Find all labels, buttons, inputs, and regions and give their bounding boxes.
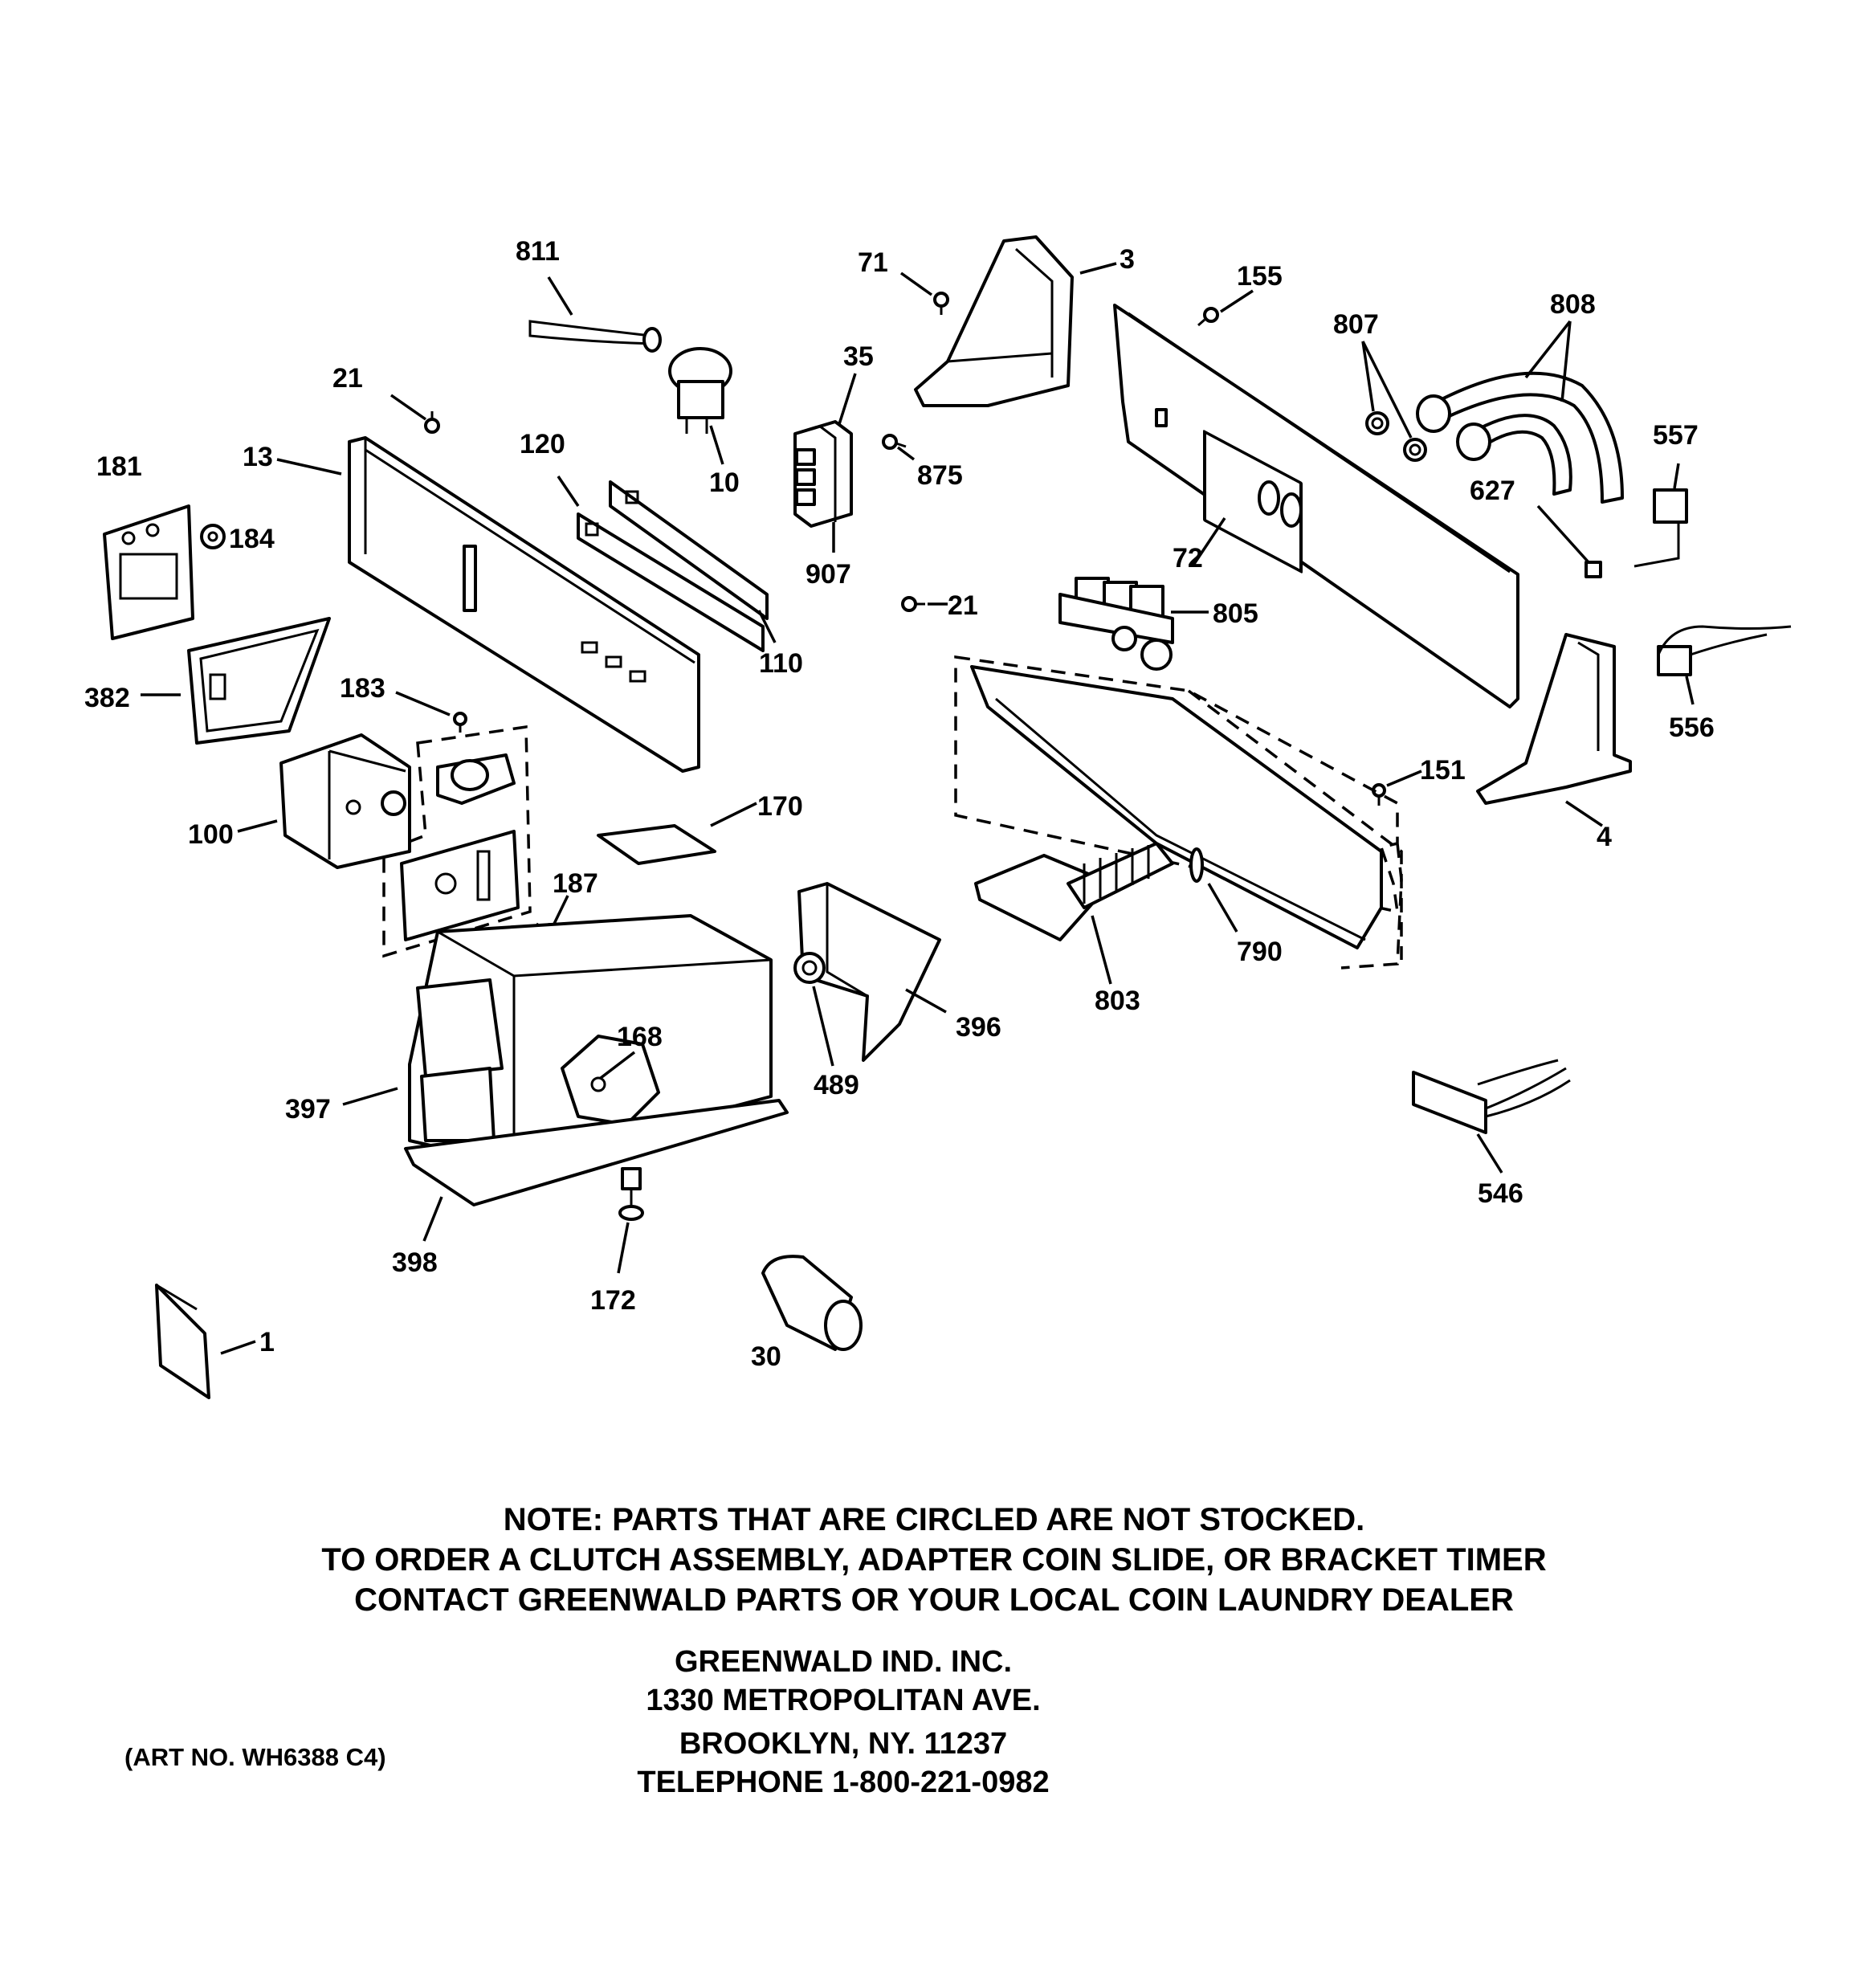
part-807-washers	[1365, 411, 1427, 462]
label-907: 907	[806, 559, 851, 590]
label-181: 181	[96, 451, 142, 482]
label-1: 1	[259, 1327, 275, 1357]
label-13: 13	[243, 442, 273, 472]
label-35: 35	[843, 341, 874, 372]
part-382-coin-box-housing	[187, 617, 331, 745]
part-120-switch-board	[577, 480, 769, 652]
part-170-plate	[597, 824, 716, 865]
part-30-capacitor	[761, 1255, 863, 1351]
part-21-screw-left	[424, 411, 440, 434]
label-170: 170	[757, 791, 803, 822]
art-number: (ART NO. WH6388 C4)	[124, 1743, 386, 1771]
part-546-harness	[1412, 1059, 1571, 1134]
part-13-control-panel	[348, 436, 700, 773]
part-803-dispenser	[974, 842, 1174, 941]
label-4: 4	[1597, 822, 1612, 852]
part-557-connector	[1633, 488, 1688, 568]
label-172: 172	[590, 1285, 636, 1316]
part-183-screw	[453, 712, 467, 733]
part-100-timer	[279, 733, 411, 869]
part-489-bushing	[793, 952, 826, 984]
dashed-assembly-boundary-right	[954, 655, 1403, 970]
label-30: 30	[751, 1341, 781, 1372]
label-627: 627	[1470, 476, 1515, 506]
part-35-rotary-switch	[793, 420, 853, 528]
label-100: 100	[188, 819, 234, 850]
part-172-screw	[618, 1167, 644, 1221]
label-120: 120	[520, 429, 565, 459]
label-557: 557	[1653, 420, 1699, 451]
label-21a: 21	[332, 363, 363, 394]
part-556-wire-harness	[1657, 625, 1792, 676]
part-875-screw	[882, 434, 907, 450]
part-811-hose	[528, 320, 662, 353]
label-72: 72	[1173, 543, 1203, 574]
label-151: 151	[1420, 755, 1466, 786]
address-company: GREENWALD IND. INC.	[674, 1645, 1013, 1679]
label-397: 397	[285, 1094, 331, 1125]
label-790: 790	[1237, 937, 1283, 967]
part-808-fill-hoses	[1416, 371, 1624, 504]
label-489: 489	[814, 1070, 859, 1100]
label-807: 807	[1333, 309, 1379, 340]
part-627-clip	[1585, 561, 1602, 578]
part-labels: 811 71 3 155 807 808 21 35 557 181 13 12…	[84, 236, 1715, 1372]
label-183: 183	[340, 673, 385, 704]
label-808: 808	[1550, 289, 1596, 320]
part-151-screw	[1372, 783, 1386, 806]
label-546: 546	[1478, 1178, 1523, 1209]
address-phone: TELEPHONE 1-800-221-0982	[637, 1766, 1050, 1799]
part-1-literature	[155, 1284, 210, 1399]
label-875: 875	[917, 460, 963, 491]
label-110: 110	[759, 648, 803, 679]
part-21-screw-right	[901, 596, 925, 612]
label-803: 803	[1095, 986, 1140, 1016]
label-168: 168	[617, 1022, 663, 1052]
part-805-water-valve	[1058, 577, 1174, 671]
label-811: 811	[516, 236, 560, 267]
label-382: 382	[84, 683, 130, 713]
dashed-assembly-boundary-left	[382, 725, 532, 958]
part-184-gear	[200, 524, 226, 549]
note-line-3: CONTACT GREENWALD PARTS OR YOUR LOCAL CO…	[354, 1582, 1514, 1618]
label-184: 184	[229, 524, 275, 554]
label-187: 187	[553, 868, 598, 899]
part-790-rail	[970, 665, 1383, 949]
label-805: 805	[1213, 598, 1258, 629]
label-155: 155	[1237, 261, 1283, 292]
part-72-backsplash	[1113, 304, 1519, 708]
label-556: 556	[1669, 712, 1715, 743]
label-21b: 21	[948, 590, 978, 621]
leader-lines	[141, 262, 1695, 1355]
part-398-base-plate	[404, 1099, 789, 1206]
part-3-side-bracket	[914, 235, 1074, 407]
label-3: 3	[1120, 244, 1135, 275]
label-398: 398	[392, 1247, 438, 1278]
label-71: 71	[858, 247, 888, 278]
address-street: 1330 METROPOLITAN AVE.	[646, 1684, 1041, 1717]
part-71-screw	[933, 292, 949, 315]
note-line-1: NOTE: PARTS THAT ARE CIRCLED ARE NOT STO…	[503, 1502, 1365, 1537]
part-155-screw	[1197, 307, 1219, 327]
note-line-2: TO ORDER A CLUTCH ASSEMBLY, ADAPTER COIN…	[321, 1542, 1547, 1578]
label-10: 10	[709, 467, 740, 498]
part-10-pressure-switch	[668, 347, 732, 434]
label-396: 396	[956, 1012, 1001, 1043]
part-4-side-bracket	[1476, 633, 1632, 805]
address-city: BROOKLYN, NY. 11237	[679, 1727, 1008, 1761]
part-181-bracket	[103, 504, 194, 640]
part-clutch-assembly	[400, 753, 520, 941]
